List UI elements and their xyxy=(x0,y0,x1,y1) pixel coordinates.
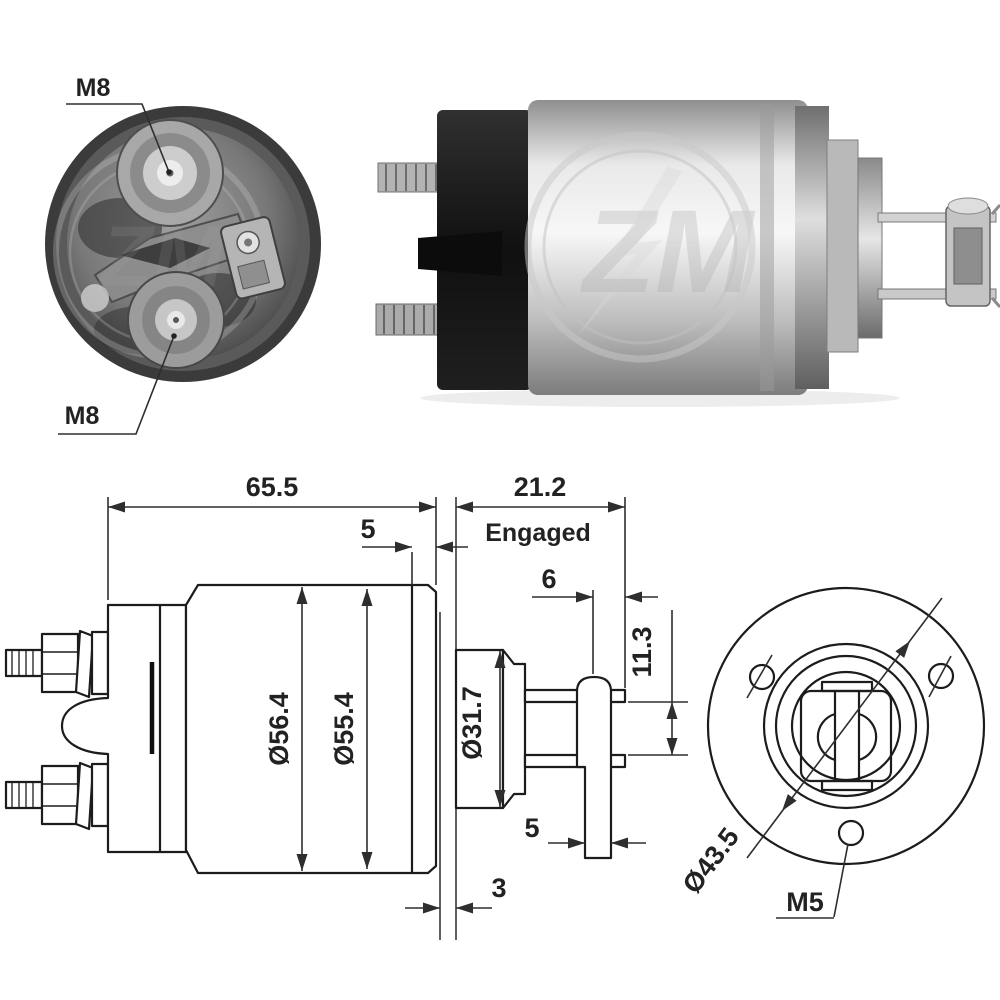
end-view-details: ZM xyxy=(53,119,286,369)
svg-text:6: 6 xyxy=(541,564,556,594)
photo-side-view: ZM xyxy=(375,100,1000,407)
drawn-stud-upper xyxy=(4,629,110,699)
dim-fork-slot: 11.3 xyxy=(627,610,688,756)
dim-pin-offset: 6 xyxy=(532,564,658,674)
engaged-label: Engaged xyxy=(485,519,591,547)
dim-stem-width: 5 xyxy=(524,813,646,849)
drawing-side-view: 65.5 21.2 Engaged 5 6 xyxy=(4,472,688,940)
nose-step-1 xyxy=(826,139,859,353)
callout-m8-bottom: M8 xyxy=(58,333,177,435)
body-end-ring xyxy=(795,106,829,389)
svg-text:11.3: 11.3 xyxy=(627,626,657,677)
drawn-pin xyxy=(575,675,613,860)
photo-end-view: ZM xyxy=(45,74,321,435)
rear-mounting-holes xyxy=(746,654,955,847)
svg-text:5: 5 xyxy=(524,813,539,843)
m5-hole xyxy=(927,662,955,690)
callout-m5: M5 xyxy=(776,843,849,919)
lightning-bolt-mark xyxy=(576,166,682,338)
nose-step-2 xyxy=(857,157,883,339)
m5-hole xyxy=(837,819,865,847)
m5-hole xyxy=(748,663,776,691)
m8-top-label: M8 xyxy=(76,74,111,102)
m8-bottom-label: M8 xyxy=(65,402,100,430)
rear-outer-circle xyxy=(706,586,986,866)
dim-bolt-circle: Ø43.5 xyxy=(677,597,943,899)
svg-text:21.2: 21.2 xyxy=(514,472,567,502)
solenoid-body xyxy=(528,100,808,395)
cap-tab xyxy=(418,231,502,276)
watermark-side-view: ZM xyxy=(524,131,756,363)
dim-front-dia: Ø31.7 xyxy=(457,651,506,807)
spade-connector xyxy=(220,216,286,300)
dim-end-ring: 5 xyxy=(360,514,468,585)
svg-text:Ø43.5: Ø43.5 xyxy=(677,822,745,899)
drawing-rear-view: Ø43.5 M5 xyxy=(677,586,986,919)
dim-engaged-length: 21.2 Engaged xyxy=(456,472,626,688)
callout-m8-top: M8 xyxy=(66,74,172,175)
svg-text:5: 5 xyxy=(360,514,375,544)
dim-flange-gap: 3 xyxy=(405,873,507,914)
rear-square-core xyxy=(799,680,893,792)
dim-body-outer-dia: Ø56.4 xyxy=(264,587,308,871)
dim-body-inner-dia: Ø55.4 xyxy=(329,589,373,869)
svg-text:Ø31.7: Ø31.7 xyxy=(457,686,487,760)
drawn-stud-lower xyxy=(4,761,110,831)
m5-label: M5 xyxy=(786,887,824,917)
drawn-front-cylinder xyxy=(454,648,505,810)
svg-text:Ø55.4: Ø55.4 xyxy=(329,692,359,766)
dim-overall-length: 65.5 xyxy=(107,472,437,600)
svg-text:3: 3 xyxy=(491,873,506,903)
rear-ring-circle xyxy=(762,642,930,810)
drawn-cap xyxy=(60,603,188,854)
plunger-fork xyxy=(877,197,1000,308)
svg-text:65.5: 65.5 xyxy=(246,472,299,502)
watermark-text: ZM xyxy=(580,186,756,318)
svg-text:Ø56.4: Ø56.4 xyxy=(264,692,294,766)
drawn-body xyxy=(184,583,438,875)
terminal-stud-bottom xyxy=(127,271,225,369)
